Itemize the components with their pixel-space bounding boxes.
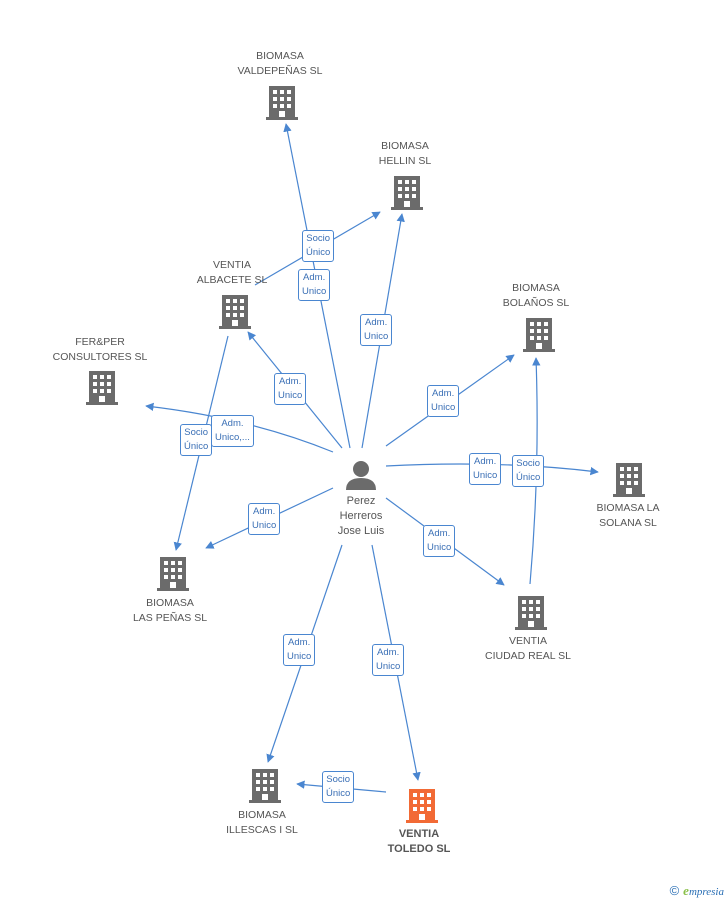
building-icon bbox=[86, 371, 118, 405]
company-name-line: VALDEPEÑAS SL bbox=[237, 65, 323, 77]
company-node-albacete[interactable]: VENTIA ALBACETE SL bbox=[174, 258, 290, 288]
building-icon bbox=[157, 557, 189, 591]
edge-label-center-toledo[interactable]: Adm. Unico bbox=[372, 644, 405, 676]
edge-label-center-valdepenas[interactable]: Adm. Unico bbox=[298, 269, 331, 301]
building-icon bbox=[266, 86, 298, 120]
edge-label-line: Adm. bbox=[279, 376, 302, 387]
building-icon bbox=[613, 463, 645, 497]
company-name-line: VENTIA bbox=[398, 828, 440, 840]
company-node-ciudadreal[interactable]: VENTIA CIUDAD REAL SL bbox=[470, 634, 586, 664]
edge-label-line: Unico bbox=[473, 470, 498, 481]
edge-label-albacete-penas[interactable]: Socio Único bbox=[180, 424, 213, 456]
edge-label-line: Adm. bbox=[221, 418, 244, 429]
edge-label-ciudadreal-bolanos-solana[interactable]: Socio Único bbox=[512, 455, 545, 487]
company-name-line: ALBACETE SL bbox=[196, 274, 268, 286]
building-icon bbox=[249, 769, 281, 803]
edge-label-line: Único bbox=[516, 472, 541, 483]
person-icon bbox=[346, 461, 376, 490]
company-node-hellin[interactable]: BIOMASA HELLIN SL bbox=[347, 139, 463, 169]
edge-label-line: Adm. bbox=[428, 528, 451, 539]
company-node-bolanos[interactable]: BIOMASA BOLAÑOS SL bbox=[478, 281, 594, 311]
edge-label-center-illescas[interactable]: Adm. Unico bbox=[283, 634, 316, 666]
edge-label-line: Unico bbox=[376, 661, 401, 672]
edge-label-center-penas[interactable]: Adm. Unico bbox=[248, 503, 281, 535]
person-name-line: Herreros bbox=[339, 510, 383, 522]
edge-label-line: Socio bbox=[184, 427, 209, 438]
edge-label-line: Unico bbox=[302, 286, 327, 297]
edge-label-center-ciudadreal[interactable]: Adm. Unico bbox=[423, 525, 456, 557]
company-name-line: TOLEDO SL bbox=[387, 843, 451, 855]
company-name-line: BIOMASA bbox=[146, 597, 194, 609]
company-name-line: CONSULTORES SL bbox=[52, 351, 148, 363]
edge-label-toledo-illescas[interactable]: Socio Único bbox=[322, 771, 355, 803]
building-icon bbox=[515, 596, 547, 630]
building-icon bbox=[391, 176, 423, 210]
edge-label-line: Único bbox=[184, 441, 209, 452]
edge-label-line: Unico bbox=[364, 331, 389, 342]
company-node-illescas[interactable]: BIOMASA ILLESCAS I SL bbox=[204, 808, 320, 838]
company-name-line: BIOMASA bbox=[512, 282, 560, 294]
edge-label-line: Unico bbox=[427, 542, 452, 553]
person-name-line: Jose Luis bbox=[337, 525, 385, 537]
brand-initial: e bbox=[683, 883, 689, 898]
edge-label-line: Adm. bbox=[432, 388, 455, 399]
company-name-line: BIOMASA LA bbox=[596, 502, 660, 514]
company-name-line: BOLAÑOS SL bbox=[502, 297, 570, 309]
edge-label-center-solana[interactable]: Adm. Unico bbox=[469, 453, 502, 485]
building-icon bbox=[406, 789, 438, 823]
edge-label-line: Unico bbox=[287, 651, 312, 662]
company-name-line: FER&PER bbox=[75, 336, 125, 348]
edge-label-center-ferper[interactable]: Adm. Unico,... bbox=[211, 415, 254, 447]
edge-label-line: Unico bbox=[252, 520, 277, 531]
edge-label-line: Adm. bbox=[303, 272, 326, 283]
edge-label-line: Adm. bbox=[365, 317, 388, 328]
person-node[interactable]: Perez Herreros Jose Luis bbox=[311, 494, 411, 539]
company-name-line: ILLESCAS I SL bbox=[226, 824, 298, 836]
edge-label-line: Adm. bbox=[474, 456, 497, 467]
company-name-line: VENTIA bbox=[509, 635, 547, 647]
edge-label-albacete-hellin[interactable]: Socio Único bbox=[302, 230, 335, 262]
company-name-line: HELLIN SL bbox=[378, 155, 432, 167]
edge-label-line: Socio bbox=[326, 774, 351, 785]
edge-label-center-albacete[interactable]: Adm. Unico bbox=[274, 373, 307, 405]
company-name-line: LAS PEÑAS SL bbox=[132, 612, 208, 624]
company-name-line: SOLANA SL bbox=[599, 517, 657, 529]
company-name-line: CIUDAD REAL SL bbox=[485, 650, 571, 662]
company-name-line: BIOMASA bbox=[256, 50, 304, 62]
building-icon bbox=[219, 295, 251, 329]
company-name-line: BIOMASA bbox=[238, 809, 286, 821]
company-name-line: VENTIA bbox=[213, 259, 251, 271]
edge-label-line: Unico bbox=[431, 402, 456, 413]
edge-label-line: Adm. bbox=[253, 506, 276, 517]
edge-label-line: Único bbox=[306, 247, 331, 258]
edge-label-line: Adm. bbox=[377, 647, 400, 658]
brand-name: mpresia bbox=[688, 886, 724, 898]
company-node-ferper[interactable]: FER&PER CONSULTORES SL bbox=[42, 335, 158, 365]
copyright-icon: © bbox=[669, 883, 680, 898]
edge-label-line: Unico bbox=[278, 390, 303, 401]
edge-label-center-hellin[interactable]: Adm. Unico bbox=[360, 314, 393, 346]
edge-label-line: Unico,... bbox=[215, 432, 250, 443]
edge-label-center-bolanos[interactable]: Adm. Unico bbox=[427, 385, 460, 417]
person-name-line: Perez bbox=[346, 495, 376, 507]
edge-label-line: Socio bbox=[306, 233, 331, 244]
edge-label-line: Adm. bbox=[288, 637, 311, 648]
company-node-valdepenas[interactable]: BIOMASA VALDEPEÑAS SL bbox=[222, 49, 338, 79]
building-icon bbox=[523, 318, 555, 352]
brand-footer[interactable]: ©empresia bbox=[670, 883, 724, 899]
company-node-toledo[interactable]: VENTIA TOLEDO SL bbox=[361, 827, 477, 857]
company-node-solana[interactable]: BIOMASA LA SOLANA SL bbox=[570, 501, 686, 531]
edge-label-line: Socio bbox=[516, 458, 541, 469]
company-name-line: BIOMASA bbox=[381, 140, 429, 152]
edge-label-line: Único bbox=[326, 788, 351, 799]
company-node-penas[interactable]: BIOMASA LAS PEÑAS SL bbox=[112, 596, 228, 626]
